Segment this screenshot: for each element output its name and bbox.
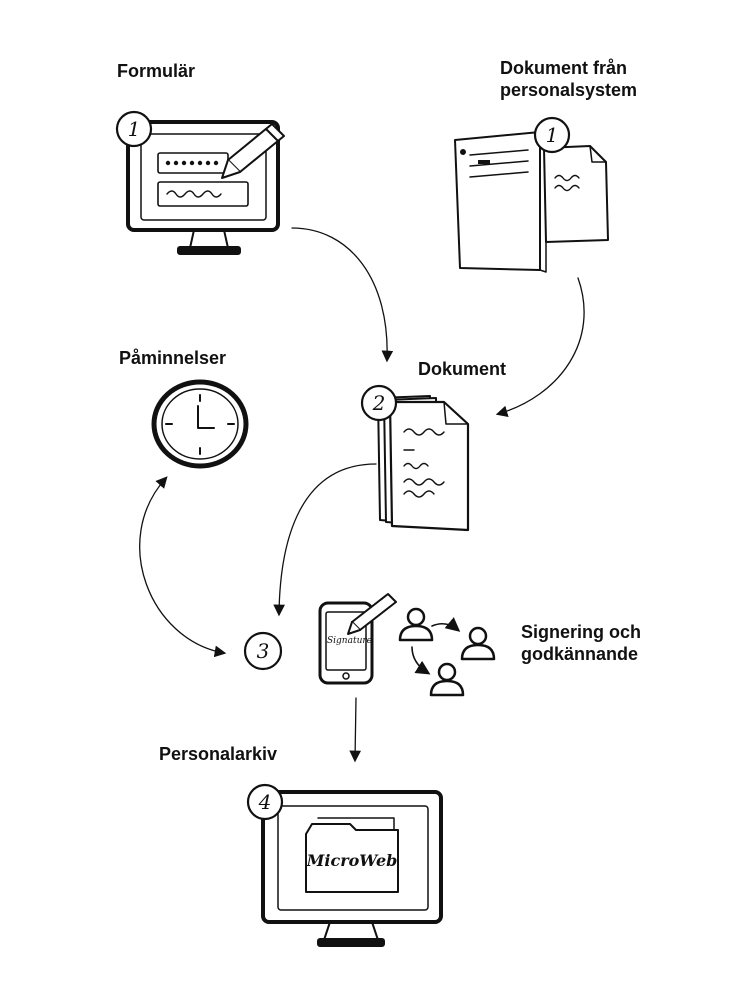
arrow-dokument-to-signering bbox=[273, 463, 377, 617]
svg-text:1: 1 bbox=[128, 117, 141, 141]
arrow-signering-to-arkiv bbox=[349, 697, 362, 763]
folder-icon: MicroWeb bbox=[305, 817, 399, 893]
server-tower-icon bbox=[454, 131, 547, 273]
document-stack-icon bbox=[377, 395, 470, 532]
pencil-icon bbox=[221, 123, 285, 179]
document-icon bbox=[543, 145, 609, 243]
microweb-logo-text: MicroWeb bbox=[306, 851, 398, 870]
step-badge-dokument: 2 bbox=[360, 384, 398, 422]
step-badge-arkiv: 4 bbox=[246, 783, 284, 821]
step-badge-personalsystem: 1 bbox=[533, 116, 571, 154]
smartphone-icon: Signature bbox=[318, 593, 397, 685]
label-signering-och-godkannande: Signering och godkännande bbox=[521, 622, 642, 664]
svg-text:3: 3 bbox=[257, 639, 270, 663]
users-flow-icon bbox=[398, 607, 496, 697]
svg-text:4: 4 bbox=[258, 790, 272, 814]
phone-signature-text: Signature bbox=[327, 636, 372, 646]
svg-text:2: 2 bbox=[372, 391, 386, 415]
label-dokument: Dokument bbox=[418, 359, 507, 379]
monitor-archive-icon bbox=[261, 790, 443, 947]
svg-text:1: 1 bbox=[546, 123, 559, 147]
label-paminnelser: Påminnelser bbox=[119, 348, 227, 368]
step-badge-formular: 1 bbox=[115, 110, 153, 148]
clock-icon bbox=[151, 379, 249, 469]
label-formular: Formulär bbox=[117, 61, 196, 81]
step-badge-signering: 3 bbox=[243, 631, 283, 671]
arrow-paminnelser-signering bbox=[139, 476, 227, 658]
label-dokument-fran-personalsystem: Dokument från personalsystem bbox=[500, 58, 638, 100]
monitor-form-icon bbox=[126, 120, 280, 255]
arrow-formular-to-dokument bbox=[291, 227, 394, 363]
label-personalarkiv: Personalarkiv bbox=[159, 744, 278, 764]
arrow-personalsystem-to-dokument bbox=[495, 277, 585, 418]
